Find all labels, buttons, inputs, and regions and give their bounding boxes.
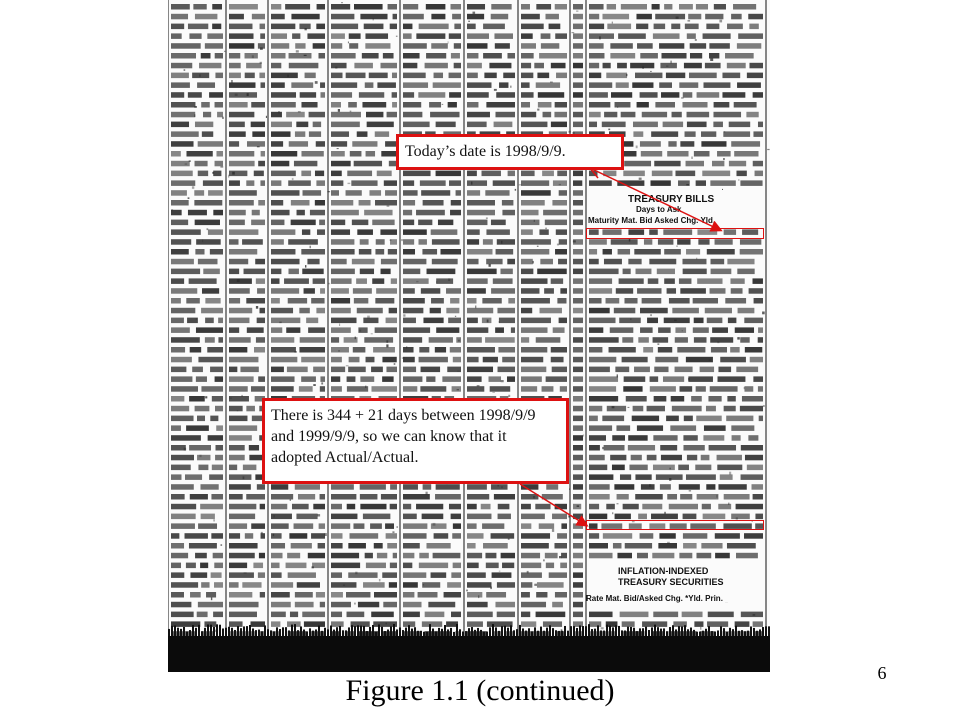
callout-todays-date: Today’s date is 1998/9/9. bbox=[396, 134, 624, 170]
scan-texture bbox=[168, 0, 770, 636]
page-number: 6 bbox=[877, 663, 887, 683]
highlight-sep-row bbox=[586, 228, 764, 239]
scan-bottom-bar bbox=[168, 636, 770, 672]
figure-caption: Figure 1.1 (continued) bbox=[345, 674, 615, 707]
highlight-aug-row bbox=[586, 520, 764, 530]
inflation-indexed-title: INFLATION-INDEXED TREASURY SECURITIES bbox=[618, 566, 724, 587]
callout-day-count: There is 344 + 21 days between 1998/9/9 … bbox=[262, 398, 569, 484]
inflation-indexed-header: Rate Mat. Bid/Asked Chg. *Yld. Prin. bbox=[586, 594, 723, 603]
treasury-bills-title: TREASURY BILLS bbox=[628, 194, 715, 205]
treasury-bills-header-line2: Maturity Mat. Bid Asked Chg. Yld. bbox=[588, 216, 716, 225]
treasury-bills-header-line1: Days to Ask bbox=[636, 205, 682, 214]
